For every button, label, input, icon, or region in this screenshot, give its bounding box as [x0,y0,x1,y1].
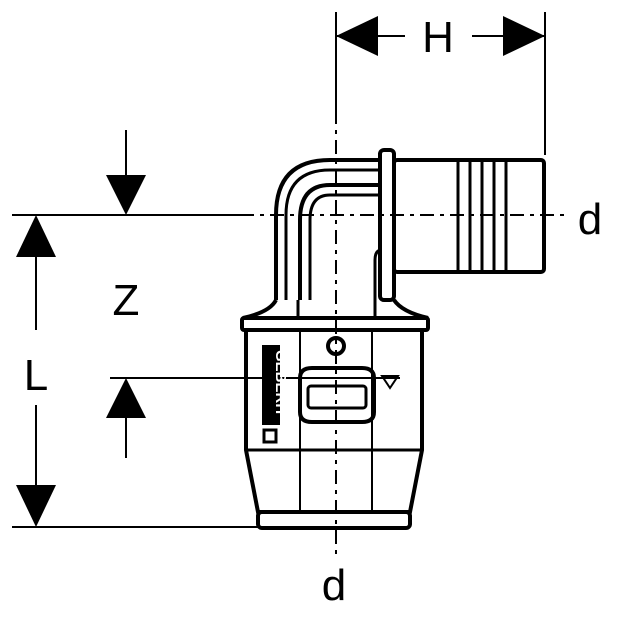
z-arrow-top [106,175,146,215]
elbow-outer-contour [274,158,382,300]
collar-flange [378,148,396,302]
dimension-z: Z [12,130,380,458]
h-arrow-left [336,16,378,56]
l-arrow-bottom [16,485,56,527]
l-arrow-top [16,215,56,257]
h-arrow-right [503,16,545,56]
logo-square-icon [262,428,278,444]
insertion-depth-marker-icon [380,375,400,390]
inspection-window [298,366,376,424]
z-arrow-bottom [106,378,146,418]
dimension-h: H [335,12,546,155]
dimension-l: L [12,215,258,528]
elbow-outer-contour-inner [284,168,382,300]
indicator-hole [326,336,346,356]
logo-plate [262,345,280,425]
elbow-fitting: GEBERIT [240,148,546,530]
inspection-slot [306,384,368,410]
d-label-right: d [578,195,602,244]
sleeve-top-band [240,316,430,332]
logo-text: GEBERIT [272,350,289,417]
elbow-inner-bore-outer [298,183,382,300]
manufacturer-logo: GEBERIT [262,345,289,444]
h-label: H [422,13,454,62]
d-label-bottom: d [322,561,346,610]
elbow-inner-bore-inner [308,193,382,300]
l-label: L [24,351,48,400]
z-label: Z [113,276,140,325]
sleeve-bottom-ring [256,510,412,530]
